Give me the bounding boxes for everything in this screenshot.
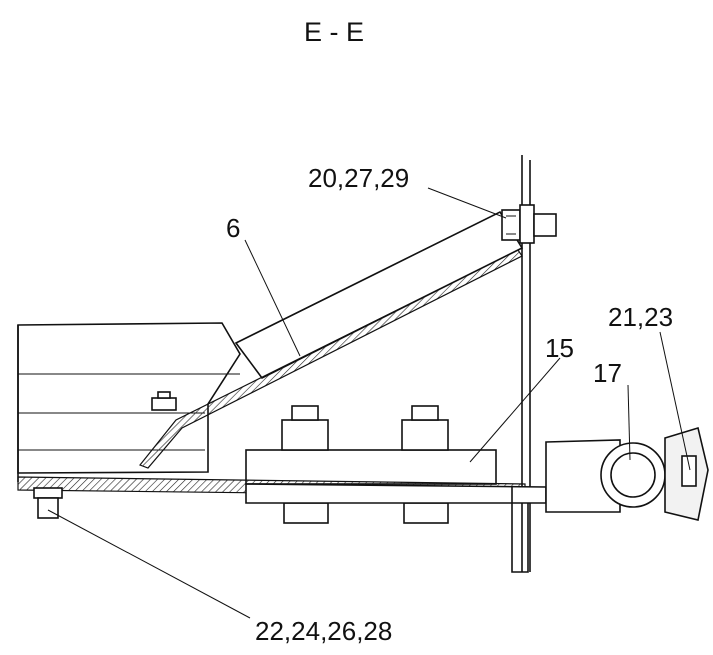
base-plate-15 [245,405,497,524]
callout-15: 15 [545,333,574,363]
housing-bolt [151,391,177,411]
lower-plate [17,476,547,573]
fastener-20-27-29 [501,204,557,244]
callout-20-27-29: 20,27,29 [308,163,409,193]
callout-17: 17 [593,358,622,388]
callout-6: 6 [226,213,240,243]
roller-assembly [545,426,709,521]
bracket-part-6 [139,210,524,469]
left-housing [17,322,241,482]
callout-22-24-26-28: 22,24,26,28 [255,616,392,646]
leader-lines [47,187,691,619]
section-title: E - E [304,17,364,47]
bolt-22-24-26-28 [33,487,63,519]
callout-21-23: 21,23 [608,302,673,332]
